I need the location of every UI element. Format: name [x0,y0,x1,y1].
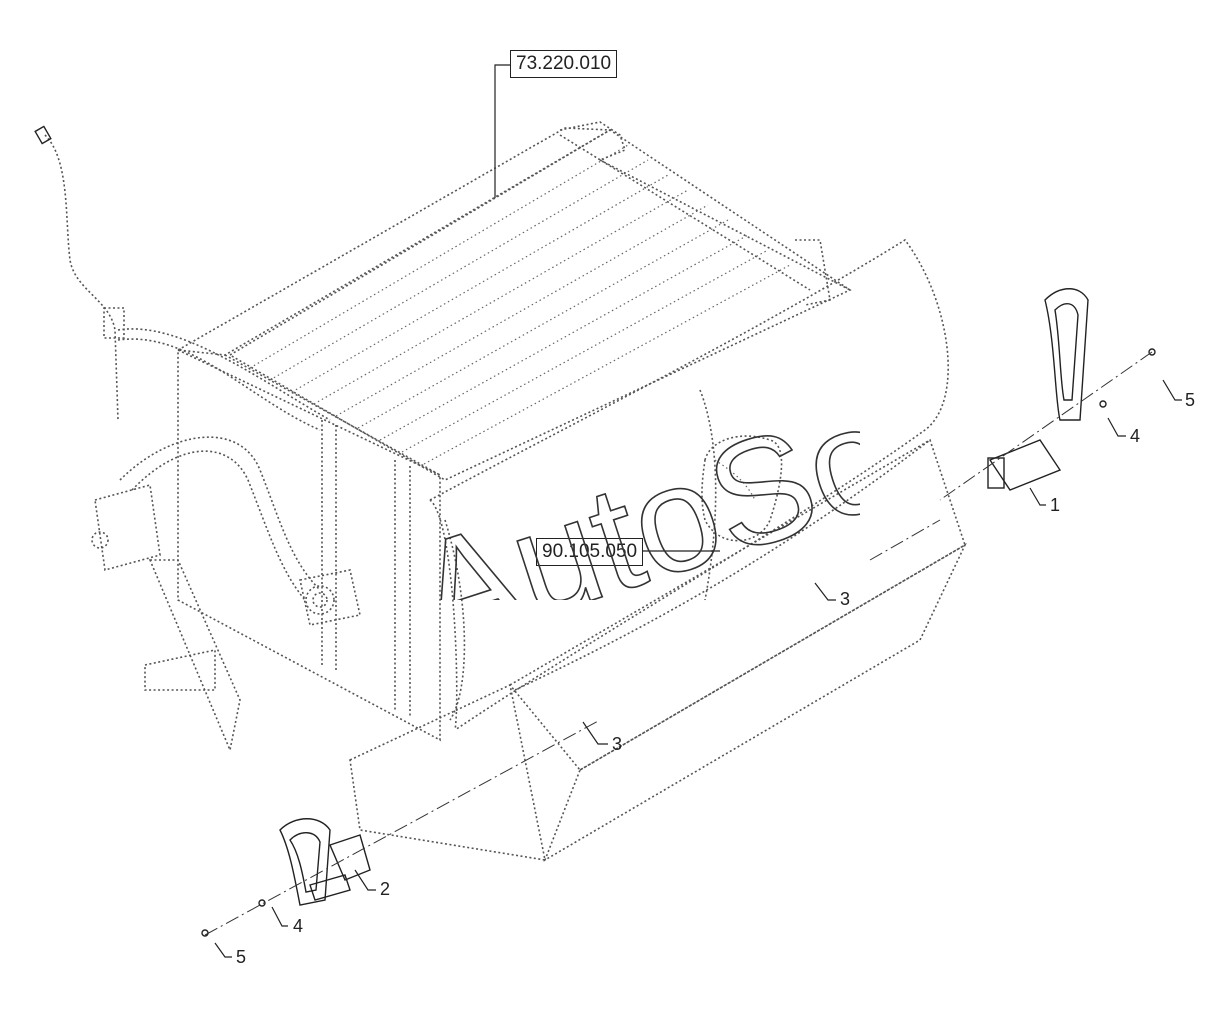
part-2-bracket [279,818,371,906]
valve-block [91,483,361,626]
logo-badge [701,435,783,542]
callout-5-right: 5 [1185,390,1196,410]
reference-box-73-220-010[interactable]: 73.220.010 [510,50,618,78]
sieve-frame-left-panel [175,127,613,742]
part-1-bracket [987,288,1089,491]
callout-4-left: 4 [293,916,304,936]
callout-5-left: 5 [236,947,247,967]
callout-4-right: 4 [1130,426,1141,446]
center-lines [204,351,1153,936]
hardware [201,348,1156,937]
reference-leaders [494,64,720,552]
lower-tray [144,438,967,862]
washer-4-left [258,899,266,907]
bolt-5-right [1148,348,1156,356]
reference-box-90-105-050[interactable]: 90.105.050 [536,538,644,566]
callout-leaders [214,379,1182,958]
bolt-5-left [201,929,209,937]
callout-2: 2 [380,879,391,899]
washer-4-right [1099,400,1107,408]
sieve-slats [228,121,852,481]
fan-housing-shell [429,238,949,731]
hoses [117,328,331,601]
callout-3-lower: 3 [612,734,623,754]
callout-3-upper: 3 [840,589,851,609]
hydraulic-line [34,125,125,421]
callout-1: 1 [1050,495,1061,515]
